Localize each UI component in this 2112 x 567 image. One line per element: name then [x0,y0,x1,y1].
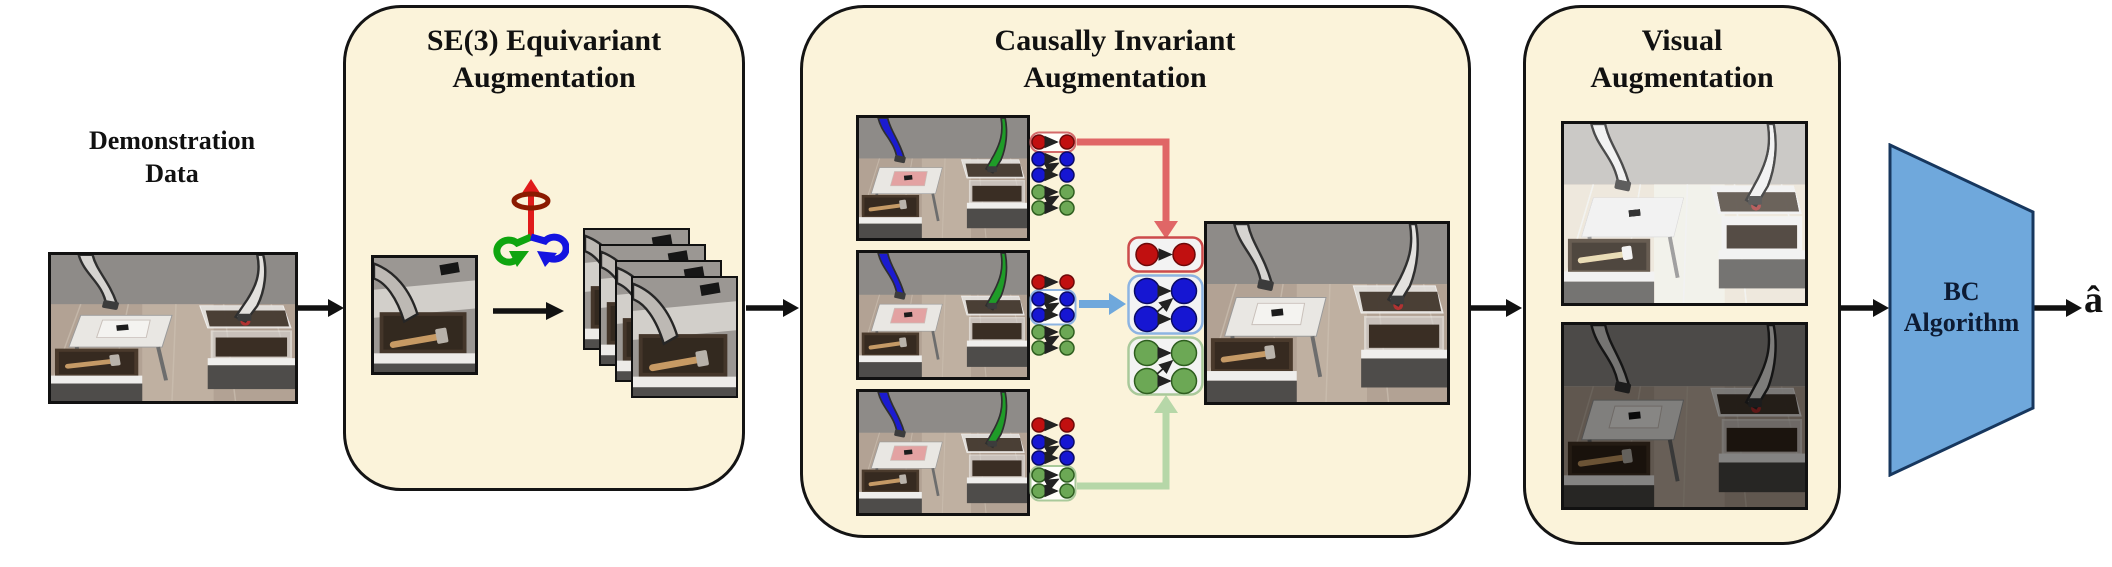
se3-augmentation-panel: SE(3) Equivariant Augmentation [343,5,745,491]
se3-inner-arrow [493,302,564,320]
se3-title-line1: SE(3) Equivariant [426,24,662,57]
causal-augmentation-panel: Causally Invariant Augmentation [800,5,1471,538]
causal-panel-title: Causally Invariant Augmentation [803,22,1427,96]
bc-algorithm-block [1888,143,2035,477]
se3-panel-title: SE(3) Equivariant Augmentation [346,22,742,96]
causal-title-line2: Augmentation [1023,61,1207,94]
visual-dark-image [1561,322,1808,510]
flow-arrow-1 [295,299,344,317]
demo-data-label-line1: Demonstration [88,126,256,155]
flow-arrow-4 [1841,299,1889,317]
causal-graph-3 [1029,417,1077,502]
route-arrow-green [1077,395,1178,490]
flow-arrow-5 [2033,299,2082,317]
combined-red-group [1127,236,1204,273]
se3-source-image [371,255,478,375]
causal-graph-1 [1029,131,1077,216]
combined-causal-graph [1127,236,1204,396]
stack-image-1 [631,276,738,398]
demo-data-label: Demonstration Data [40,124,304,190]
causal-source-image-3 [856,389,1030,516]
se3-rotation-axes-icon [493,179,569,267]
combined-green-group [1127,336,1204,396]
route-arrow-red [1077,138,1178,239]
causal-source-image-1 [856,115,1030,241]
visual-bright-image [1561,121,1808,306]
demo-scene-image [48,252,298,404]
causal-output-image [1204,221,1450,405]
se3-augmented-stack [583,228,738,398]
visual-augmentation-panel: Visual Augmentation [1523,5,1841,545]
predicted-action-symbol: â [2084,279,2103,321]
visual-title-line1: Visual [1641,24,1723,57]
route-arrow-blue [1079,293,1126,315]
visual-title-line2: Augmentation [1590,61,1774,94]
demo-data-label-line2: Data [145,159,199,188]
bc-label-line1: BC [1943,277,1980,306]
causal-title-line1: Causally Invariant [994,24,1236,57]
visual-panel-title: Visual Augmentation [1526,22,1838,96]
causal-graph-2 [1029,274,1077,356]
bc-algorithm-label: BC Algorithm [1890,276,2033,338]
bc-label-line2: Algorithm [1903,308,2020,337]
combined-blue-group [1127,274,1204,335]
causal-source-image-2 [856,250,1030,380]
flow-arrow-3 [1471,299,1522,317]
se3-title-line2: Augmentation [452,61,636,94]
flow-arrow-2 [746,299,799,317]
